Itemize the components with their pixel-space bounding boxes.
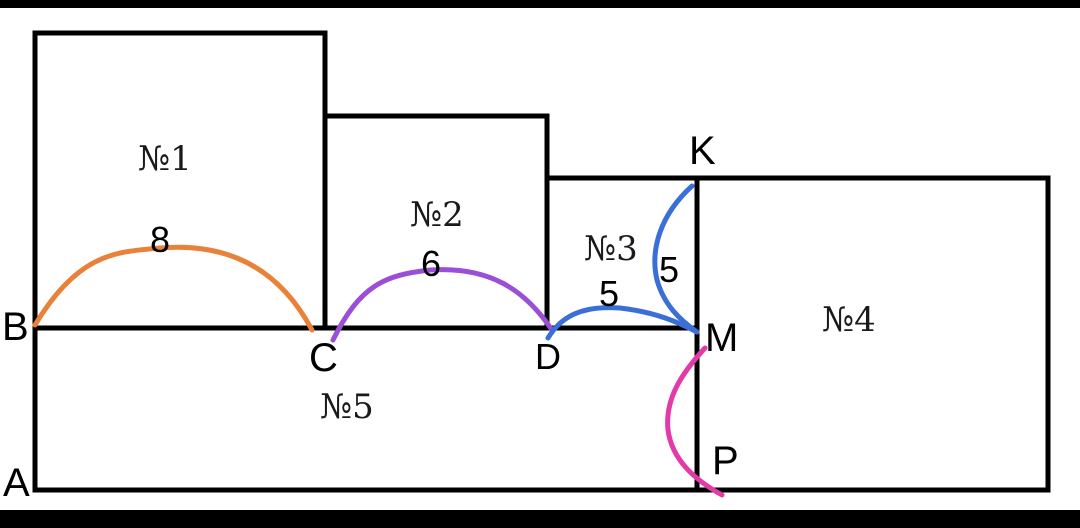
point-d-label: D (535, 336, 561, 377)
arc-c-d (330, 267, 555, 343)
arc-d-m (545, 305, 700, 341)
room-5-outline (32, 325, 700, 493)
measure-dm-label: 5 (599, 273, 619, 314)
arc-b-c (32, 244, 315, 333)
room-3-label: №3 (584, 229, 638, 269)
measure-cd-label: 6 (421, 243, 441, 284)
room-2-label: №2 (410, 195, 464, 235)
point-p-label: P (712, 439, 739, 483)
room-1-label: №1 (138, 139, 192, 179)
point-b-label: B (2, 305, 29, 349)
room-5-label: №5 (320, 387, 374, 427)
point-a-label: A (3, 461, 30, 505)
measure-km-label: 5 (659, 249, 679, 290)
room-1-outline (32, 30, 328, 331)
arc-k-m (652, 183, 700, 335)
measure-bc-label: 8 (150, 219, 170, 260)
room-4-label: №4 (822, 300, 876, 340)
point-m-label: M (705, 316, 738, 360)
bottom-black-bar (0, 510, 1080, 528)
arc-m-p (665, 345, 725, 498)
point-k-label: K (689, 129, 716, 173)
top-black-bar (0, 0, 1080, 8)
point-c-label: C (309, 336, 338, 380)
